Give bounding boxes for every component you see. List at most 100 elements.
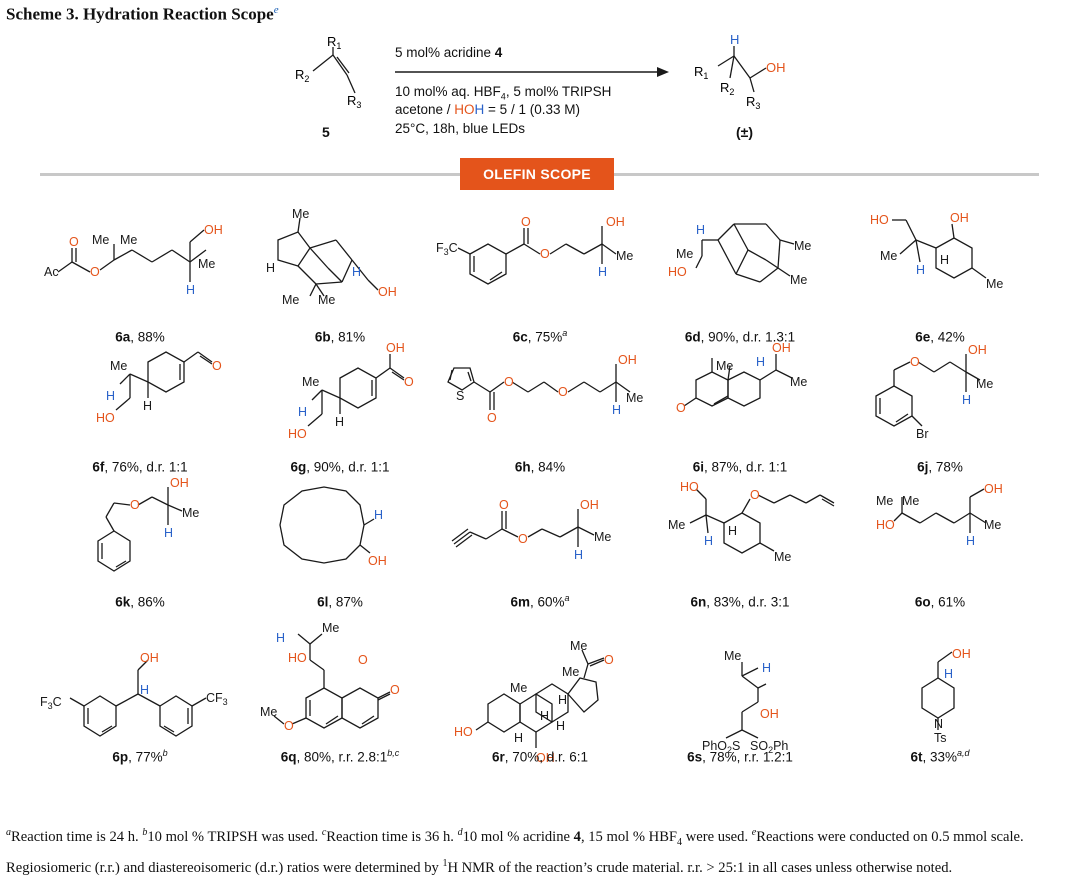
olefin-scope-badge: OLEFIN SCOPE xyxy=(460,158,614,190)
svg-text:H: H xyxy=(756,355,765,369)
caption-6j: 6j, 78% xyxy=(917,459,963,475)
svg-text:Ac: Ac xyxy=(44,265,59,279)
footnote-e: Reactions were conducted on 0.5 mmol sca… xyxy=(6,828,1024,876)
svg-text:Me: Me xyxy=(198,257,215,271)
svg-text:Me: Me xyxy=(302,375,319,389)
svg-text:Me: Me xyxy=(110,359,127,373)
product-6s: Me H OH PhO2S SO2Ph 6s, 78%, r.r. 1.2:1 xyxy=(640,649,840,788)
svg-text:O: O xyxy=(540,247,550,261)
svg-text:OH: OH xyxy=(536,751,555,765)
svg-text:OH: OH xyxy=(204,223,223,237)
svg-text:Me: Me xyxy=(626,391,643,405)
svg-text:O: O xyxy=(358,653,368,667)
svg-text:Ts: Ts xyxy=(934,731,947,745)
svg-text:Br: Br xyxy=(916,427,929,441)
svg-text:Me: Me xyxy=(562,665,579,679)
svg-text:Me: Me xyxy=(790,375,807,389)
svg-text:O: O xyxy=(284,719,294,733)
caption-6p: 6p, 77%b xyxy=(112,748,168,765)
condition-acid-sub: 4 xyxy=(500,91,506,102)
svg-text:HO: HO xyxy=(288,427,307,441)
condition-ratio: = 5 / 1 (0.33 M) xyxy=(484,102,580,117)
product-6l: H OH 6l, 87% xyxy=(240,475,440,610)
svg-text:Me: Me xyxy=(570,639,587,653)
svg-text:H: H xyxy=(940,253,949,267)
svg-text:R3: R3 xyxy=(746,94,760,111)
svg-text:HO: HO xyxy=(870,213,889,227)
svg-text:R2: R2 xyxy=(295,67,309,84)
svg-text:OH: OH xyxy=(984,482,1003,496)
product-6m: O O OH Me H 6m, 60%a xyxy=(440,475,640,610)
svg-text:H: H xyxy=(374,508,383,522)
svg-text:OH: OH xyxy=(368,554,387,568)
svg-text:O: O xyxy=(518,532,528,546)
svg-text:O: O xyxy=(676,401,686,415)
svg-text:H: H xyxy=(916,263,925,277)
condition-acid: 10 mol% aq. HBF xyxy=(395,84,501,99)
svg-text:H: H xyxy=(728,524,737,538)
svg-text:O: O xyxy=(910,355,920,369)
svg-text:F3C: F3C xyxy=(40,695,62,711)
svg-text:Me: Me xyxy=(984,518,1001,532)
svg-text:H: H xyxy=(962,393,971,407)
structure-6l: H OH xyxy=(279,486,387,568)
reactant-structure: R1 R2 R3 xyxy=(295,35,361,110)
caption-6d: 6d, 90%, d.r. 1.3:1 xyxy=(684,329,796,345)
product-6d: H Me HO Me Me 6d, 90%, d.r. 1.3:1 xyxy=(640,210,840,345)
svg-text:SO2Ph: SO2Ph xyxy=(750,739,788,755)
svg-text:H: H xyxy=(266,261,275,275)
svg-text:Me: Me xyxy=(716,359,733,373)
reactant-label: 5 xyxy=(322,124,330,140)
svg-text:HO: HO xyxy=(288,651,307,665)
caption-6o: 6o, 61% xyxy=(914,594,966,610)
condition-water-o: HO xyxy=(454,102,475,117)
svg-text:H: H xyxy=(598,265,607,279)
caption-6s: 6s, 78%, r.r. 1.2:1 xyxy=(687,749,793,765)
structure-6i: O Me H OH Me xyxy=(676,341,807,415)
svg-text:H: H xyxy=(140,683,149,697)
svg-text:HO: HO xyxy=(668,265,687,279)
caption-6r: 6r, 70%, d.r. 6:1 xyxy=(491,749,589,765)
svg-text:H: H xyxy=(540,709,549,723)
svg-text:O: O xyxy=(130,498,140,512)
svg-text:Me: Me xyxy=(902,494,919,508)
product-6j: O OH Me H Br 6j, 78% xyxy=(840,340,1040,475)
svg-text:OH: OH xyxy=(580,498,599,512)
structure-6g: OH O Me H H HO xyxy=(288,341,414,441)
svg-text:R1: R1 xyxy=(327,35,341,51)
divider-left xyxy=(40,173,460,176)
structure-6e: HO OH Me H H Me xyxy=(870,211,1003,291)
svg-text:S: S xyxy=(456,389,464,403)
svg-text:OH: OH xyxy=(950,211,969,225)
caption-6t: 6t, 33%a,d xyxy=(910,748,970,765)
svg-text:Me: Me xyxy=(260,705,277,719)
svg-text:N: N xyxy=(934,717,943,731)
svg-text:O: O xyxy=(487,411,497,425)
svg-text:R1: R1 xyxy=(694,64,708,81)
svg-text:H: H xyxy=(164,526,173,540)
svg-text:Me: Me xyxy=(92,233,109,247)
svg-text:OH: OH xyxy=(140,651,159,665)
svg-text:Me: Me xyxy=(318,293,335,307)
product-6p: OH H F3C CF3 6p, 77%b xyxy=(40,651,240,788)
svg-text:Me: Me xyxy=(986,277,1003,291)
caption-6f: 6f, 76%, d.r. 1:1 xyxy=(92,459,188,475)
structure-6s: Me H OH PhO2S SO2Ph xyxy=(702,649,788,755)
structure-6f: O Me H H HO xyxy=(96,351,222,425)
svg-text:H: H xyxy=(186,283,195,297)
caption-6n: 6n, 83%, d.r. 3:1 xyxy=(690,594,790,610)
svg-text:O: O xyxy=(499,498,509,512)
svg-text:H: H xyxy=(704,534,713,548)
svg-text:O: O xyxy=(504,375,514,389)
svg-text:O: O xyxy=(90,265,100,279)
svg-text:H: H xyxy=(696,223,705,237)
product-6i: O Me H OH Me 6i, 87%, d.r. 1:1 xyxy=(640,340,840,475)
svg-text:O: O xyxy=(521,215,531,229)
svg-text:HO: HO xyxy=(96,411,115,425)
svg-text:Me: Me xyxy=(616,249,633,263)
svg-text:R2: R2 xyxy=(720,80,734,97)
footnote-c: Reaction time is 36 h. xyxy=(326,828,454,845)
